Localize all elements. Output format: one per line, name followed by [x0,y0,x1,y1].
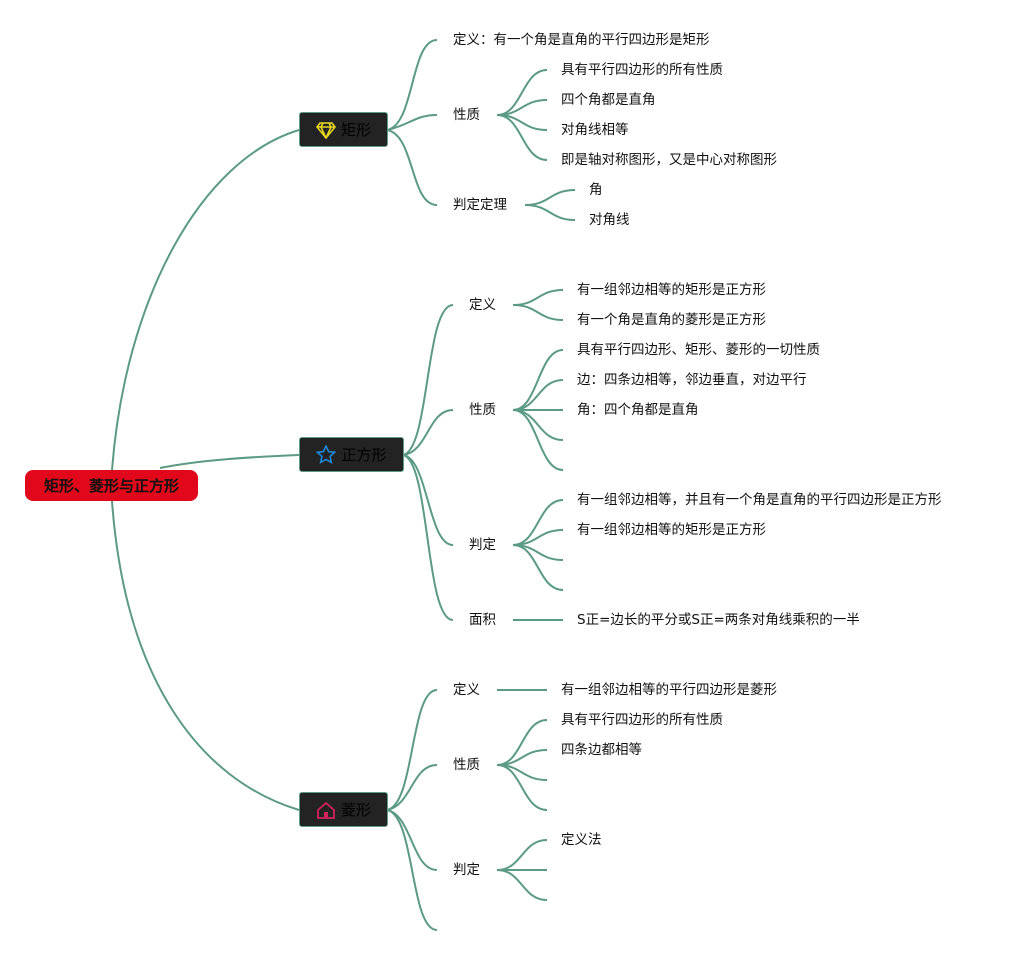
rhombus-property-item[interactable]: 四条边都相等 [561,742,642,758]
rectangle-property-item[interactable]: 即是轴对称图形，又是中心对称图形 [561,152,777,168]
rectangle-theorem-item[interactable]: 角 [589,182,603,198]
root-label: 矩形、菱形与正方形 [43,477,179,495]
star-icon [316,445,337,464]
rectangle-property-item[interactable]: 具有平行四边形的所有性质 [561,62,723,78]
rhombus-properties[interactable]: 性质 [453,757,480,773]
rectangle-property-item[interactable]: 对角线相等 [561,122,629,138]
square-definition-item[interactable]: 有一个角是直角的菱形是正方形 [577,312,766,328]
branch-rhombus[interactable]: 菱形 [299,792,388,827]
home-icon [317,801,335,819]
square-property-item[interactable]: 具有平行四边形、矩形、菱形的一切性质 [577,342,820,358]
square-area[interactable]: 面积 [469,612,496,628]
branch-square[interactable]: 正方形 [299,437,404,472]
rhombus-criteria-item[interactable]: 定义法 [561,832,602,848]
branch-label: 矩形 [340,121,371,139]
square-properties[interactable]: 性质 [469,402,496,418]
square-property-item[interactable]: 角：四个角都是直角 [577,402,699,418]
square-criteria[interactable]: 判定 [469,537,496,553]
rectangle-properties[interactable]: 性质 [453,107,480,123]
square-property-item[interactable]: 边：四条边相等，邻边垂直，对边平行 [577,372,807,388]
rhombus-property-item[interactable]: 具有平行四边形的所有性质 [561,712,723,728]
square-area-item[interactable]: S正=边长的平分或S正=两条对角线乘积的一半 [577,612,860,628]
branch-rectangle[interactable]: 矩形 [299,112,388,147]
branch-label: 菱形 [340,801,371,819]
rectangle-property-item[interactable]: 四个角都是直角 [561,92,656,108]
diamond-icon [315,121,336,139]
rhombus-criteria[interactable]: 判定 [453,862,480,878]
root-topic[interactable]: 矩形、菱形与正方形 [25,470,198,501]
rectangle-theorems[interactable]: 判定定理 [453,197,507,213]
rectangle-theorem-item[interactable]: 对角线 [589,212,630,228]
square-criteria-item[interactable]: 有一组邻边相等的矩形是正方形 [577,522,766,538]
rhombus-definition[interactable]: 定义 [453,682,480,698]
square-criteria-item[interactable]: 有一组邻边相等，并且有一个角是直角的平行四边形是正方形 [577,492,942,508]
branch-label: 正方形 [341,446,387,464]
square-definition[interactable]: 定义 [469,297,496,313]
rhombus-definition-item[interactable]: 有一组邻边相等的平行四边形是菱形 [561,682,777,698]
square-definition-item[interactable]: 有一组邻边相等的矩形是正方形 [577,282,766,298]
rectangle-definition[interactable]: 定义：有一个角是直角的平行四边形是矩形 [453,32,710,48]
